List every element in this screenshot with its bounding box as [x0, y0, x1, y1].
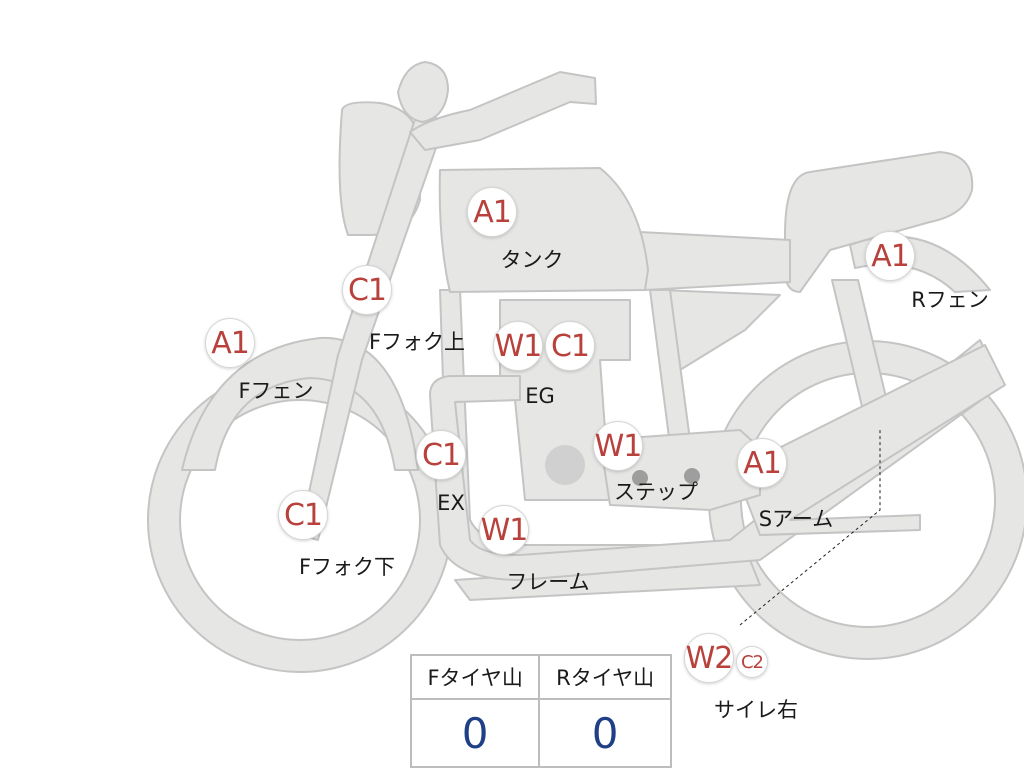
rear-frame: [639, 231, 791, 291]
part-label-tank: タンク: [500, 248, 564, 272]
handlebar: [409, 71, 597, 151]
r-tire-header: Rタイヤ山: [538, 654, 672, 700]
muffler-leader-line: [739, 430, 881, 626]
code-badge[interactable]: W1: [479, 505, 529, 555]
part-label-r-fender: Rフェン: [911, 288, 989, 312]
code-badge[interactable]: C1: [416, 430, 466, 480]
code-badge[interactable]: C1: [342, 265, 392, 315]
part-label-f-fork-lower: Fフォク下: [298, 555, 396, 579]
part-label-frame: フレーム: [506, 570, 590, 594]
code-badge[interactable]: A1: [737, 438, 787, 488]
r-tire-value[interactable]: 0: [538, 698, 672, 768]
part-label-step: ステップ: [614, 480, 698, 504]
muffler: [734, 344, 1006, 536]
code-badge[interactable]: W1: [593, 421, 643, 471]
part-label-eg: EG: [525, 384, 555, 408]
code-badge[interactable]: A1: [467, 187, 517, 237]
code-badge[interactable]: W1: [493, 321, 543, 371]
f-tire-header: Fタイヤ山: [409, 654, 541, 700]
code-badge[interactable]: A1: [205, 318, 255, 368]
part-label-ex: EX: [437, 491, 465, 515]
mirror: [397, 61, 449, 123]
part-label-muffler: サイレ右: [714, 698, 798, 722]
code-badge[interactable]: C1: [278, 490, 328, 540]
seat: [784, 151, 974, 293]
code-badge[interactable]: A1: [865, 231, 915, 281]
code-badge[interactable]: W2: [684, 633, 734, 683]
f-tire-value[interactable]: 0: [409, 698, 541, 768]
code-badge[interactable]: C1: [545, 321, 595, 371]
tire-tread-table: Fタイヤ山 Rタイヤ山 0 0: [409, 654, 672, 768]
part-label-f-fender: Fフェン: [238, 379, 314, 403]
part-label-f-fork-upper: Fフォク上: [368, 330, 466, 354]
code-badge[interactable]: C2: [736, 646, 768, 678]
part-label-s-arm: Sアーム: [758, 507, 834, 531]
